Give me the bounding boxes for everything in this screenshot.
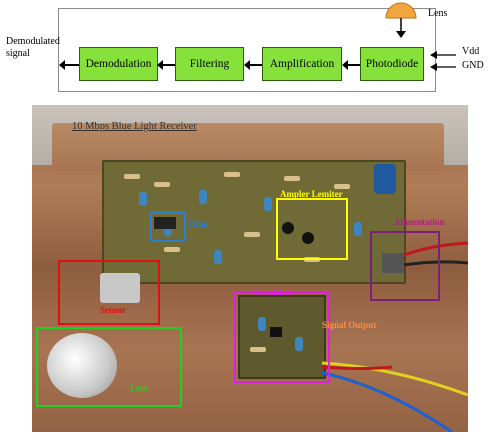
alimentation-tag: Alimentation xyxy=(394,217,445,227)
filtering-block: Filtering xyxy=(175,47,244,81)
supply-arrows xyxy=(430,51,456,71)
arrow-amp-to-filter xyxy=(244,60,262,70)
amplifier-box xyxy=(276,198,348,260)
amplifier-tag: Ampler Lemiter xyxy=(280,189,343,199)
arrow-to-output xyxy=(59,60,79,70)
filter-tag: Filter xyxy=(188,219,210,229)
photodiode-block: Photodiode xyxy=(360,47,424,81)
main-pcb xyxy=(102,160,406,284)
lens-tag: Lens xyxy=(130,383,149,393)
photo-title: 10 Mbps Blue Light Receiver xyxy=(72,121,197,132)
vdd-label: Vdd xyxy=(462,46,480,57)
lens-dome xyxy=(47,333,117,398)
output-signal-label: Demodulated signal xyxy=(6,36,60,59)
block-diagram-frame xyxy=(58,8,436,92)
lens-icon xyxy=(385,2,417,38)
demod-tag: Demodulation xyxy=(254,289,297,297)
arrow-filter-to-demod xyxy=(157,60,175,70)
arrow-photo-to-amp xyxy=(342,60,360,70)
wires xyxy=(321,241,468,432)
gnd-label: GND xyxy=(462,60,484,71)
lens-label: Lens xyxy=(428,8,448,19)
sensor-box xyxy=(58,260,160,325)
output-pcb xyxy=(238,295,326,379)
signal-output-box xyxy=(234,291,330,383)
amplification-block: Amplification xyxy=(262,47,342,81)
receiver-photo: 10 Mbps Blue Light Receiver xyxy=(32,105,468,432)
alimentation-box xyxy=(370,231,440,301)
signal-output-tag: Signal Output xyxy=(322,320,377,330)
demodulation-block: Demodulation xyxy=(79,47,158,81)
connector xyxy=(382,253,404,273)
sensor-module xyxy=(100,273,140,303)
lens-box xyxy=(36,327,182,407)
sensor-tag: Sensor xyxy=(100,305,127,315)
filter-box xyxy=(150,212,186,242)
